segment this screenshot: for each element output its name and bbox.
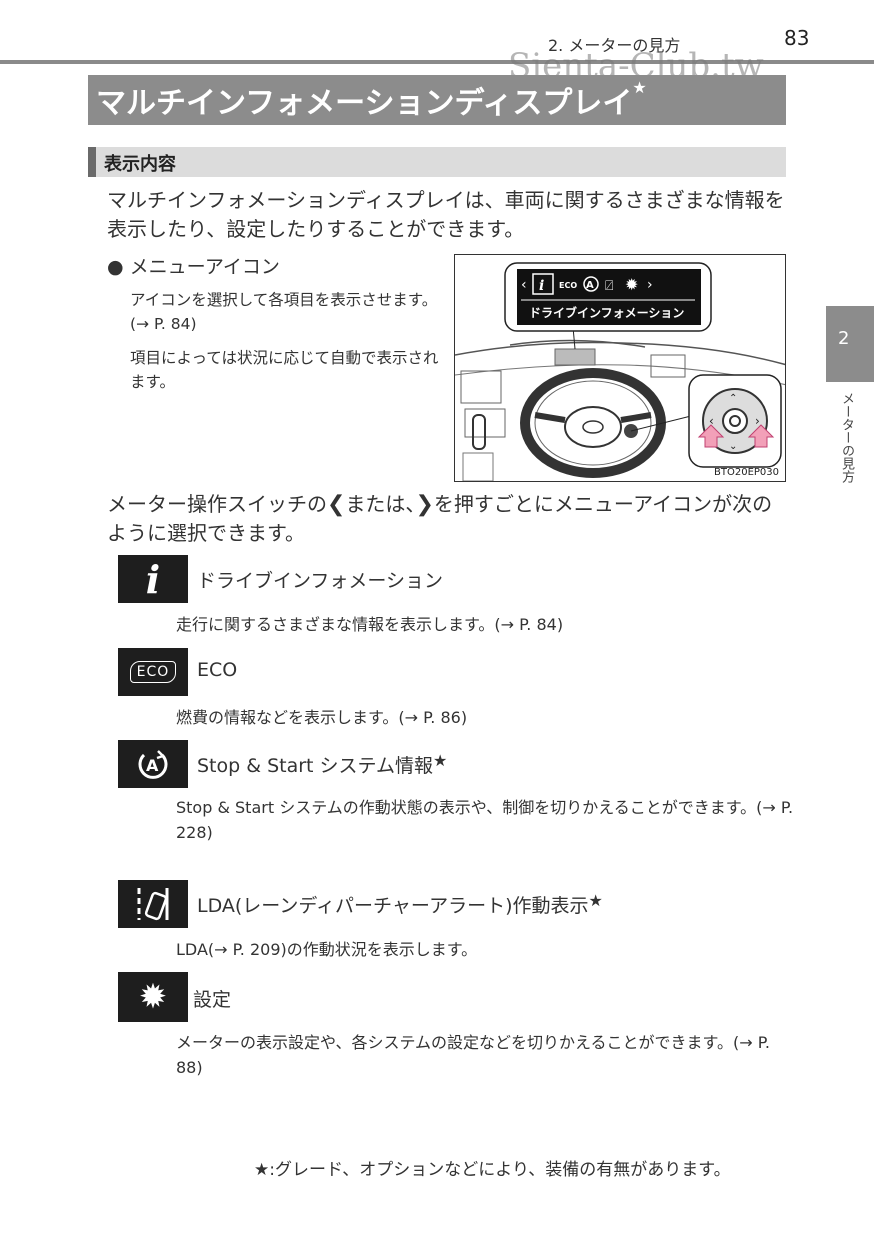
item-desc-eco: 燃費の情報などを表示します。(→ P. 86) [176,708,468,727]
item-label-lda: LDA(レーンディパーチャーアラート)作動表示★ [197,891,603,917]
svg-text:‹: ‹ [709,414,714,428]
chapter-tab-number: 2 [838,328,850,349]
nav-instruction: メーター操作スイッチの❮または、❯を押すごとにメニューアイコンが次のように選択で… [107,492,773,545]
dashboard-illustration: ‹ i ECO A ⍁ ✹ › ドライブインフォメーション ⌃ ⌄ ‹ › [455,262,785,481]
item-desc-drive-info: 走行に関するさまざまな情報を表示します。(→ P. 84) [176,615,564,634]
item-label-drive-info: ドライブインフォメーション [197,570,444,592]
stop-start-icon: A [118,740,188,788]
dashboard-figure: ‹ i ECO A ⍁ ✹ › ドライブインフォメーション ⌃ ⌄ ‹ › BT… [454,254,786,482]
svg-text:i: i [539,278,544,294]
svg-text:A: A [146,756,159,775]
section-band [88,147,786,177]
menu-icon-desc-2: 項目によっては状況に応じて自動で表示されます。 [130,349,439,391]
item-label-stop-start: Stop & Start システム情報★ [197,751,448,777]
svg-text:⌄: ⌄ [729,441,737,452]
header-rule [0,60,874,64]
svg-text:A: A [586,280,594,291]
svg-text:⌃: ⌃ [729,393,737,404]
section-accent [88,147,96,177]
title-band [88,75,786,125]
chevron-left-icon: ❮ [327,492,346,517]
item-desc-lda: LDA(→ P. 209)の作動状況を表示します。 [176,940,478,959]
item-label-eco: ECO [197,659,238,681]
svg-text:›: › [647,277,653,293]
footnote: ★:グレード、オプションなどにより、装備の有無があります。 [254,1160,731,1180]
eco-icon: ECO [118,648,188,696]
drive-info-icon: i [118,555,188,603]
lda-icon [118,880,188,928]
menu-icon-desc-1: アイコンを選択して各項目を表示させます。(→ P. 84) [130,291,438,333]
figure-code: BTO20EP030 [714,467,779,478]
screen-label: ドライブインフォメーション [529,305,684,320]
svg-text:⍁: ⍁ [605,278,613,294]
menu-icon-heading: ● メニューアイコン [107,256,280,278]
svg-text:›: › [755,414,760,428]
svg-text:ECO: ECO [559,281,577,290]
chapter-title: 2. メーターの見方 [548,36,681,55]
intro-paragraph: マルチインフォメーションディスプレイは、車両に関するさまざまな情報を表示したり、… [107,188,785,241]
page-title: マルチインフォメーションディスプレイ★ [96,78,647,121]
item-desc-settings: メーターの表示設定や、各システムの設定などを切りかえることができます。(→ P.… [176,1033,770,1077]
chapter-tab [826,306,874,382]
chevron-right-icon: ❯ [415,492,434,517]
chapter-tab-label: メーターの見方 [839,392,854,483]
section-heading: 表示内容 [104,154,176,175]
svg-text:✹: ✹ [625,275,638,294]
item-label-settings: 設定 [193,989,232,1011]
svg-text:‹: ‹ [521,277,527,293]
page-number: 83 [784,26,810,50]
gear-icon: ✹ [118,972,188,1022]
item-desc-stop-start: Stop & Start システムの作動状態の表示や、制御を切りかえることができ… [176,798,794,842]
